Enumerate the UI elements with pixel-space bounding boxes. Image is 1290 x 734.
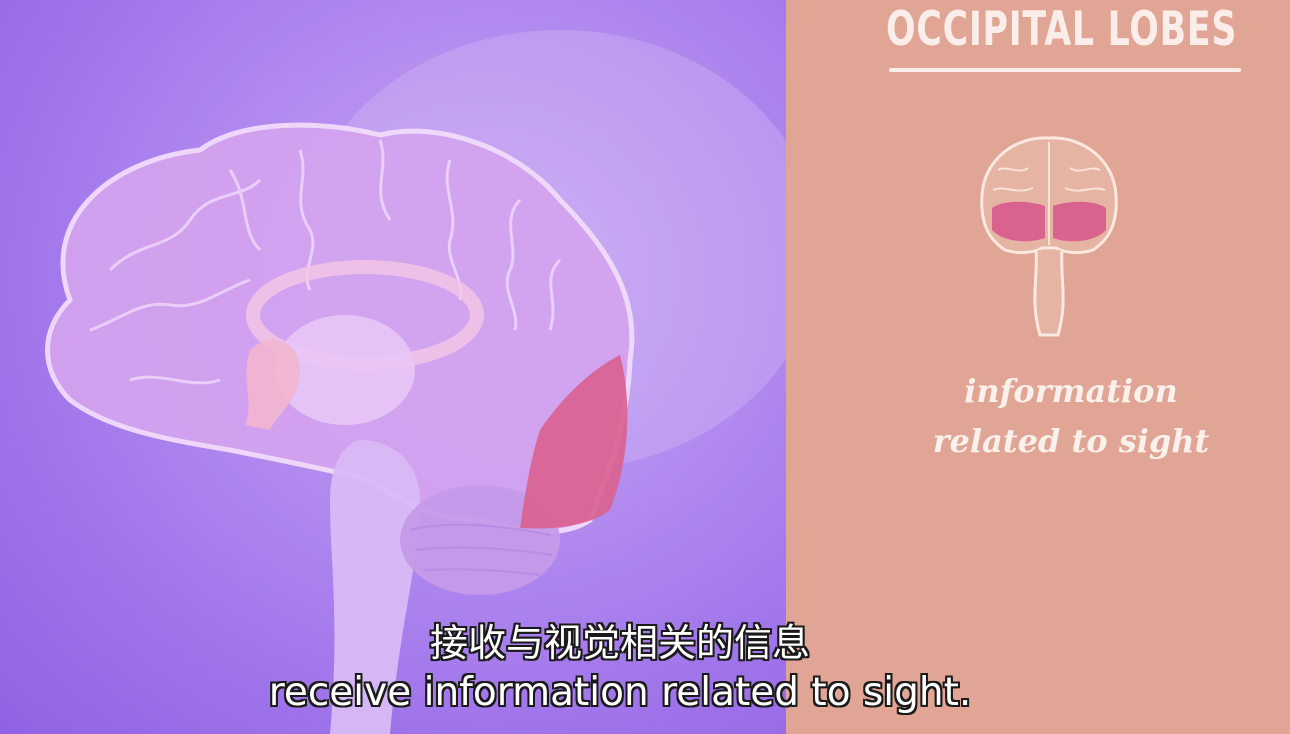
brain-illustration-panel: [0, 0, 786, 734]
lobe-caption: information related to sight: [786, 366, 1290, 466]
title-underline: [889, 68, 1241, 72]
lobe-info-panel: OCCIPITAL LOBES information related to s…: [786, 0, 1290, 734]
subtitle-english: receive information related to sight.: [268, 670, 972, 715]
mini-occipital-left: [992, 201, 1045, 242]
thalamus: [275, 315, 415, 425]
cerebellum: [400, 485, 560, 595]
caption-line-1: information: [964, 372, 1178, 410]
panel-title: OCCIPITAL LOBES: [886, 2, 1238, 57]
brain-back-view-icon: [980, 136, 1118, 337]
brain-sagittal-illustration: [45, 30, 786, 734]
subtitle-chinese: 接收与视觉相关的信息: [429, 621, 810, 665]
caption-line-2: related to sight: [932, 422, 1210, 460]
hypothalamus-region: [245, 339, 300, 430]
brainstem: [330, 440, 420, 734]
mini-occipital-right: [1053, 201, 1106, 242]
occipital-lobe-highlight: [520, 355, 628, 529]
